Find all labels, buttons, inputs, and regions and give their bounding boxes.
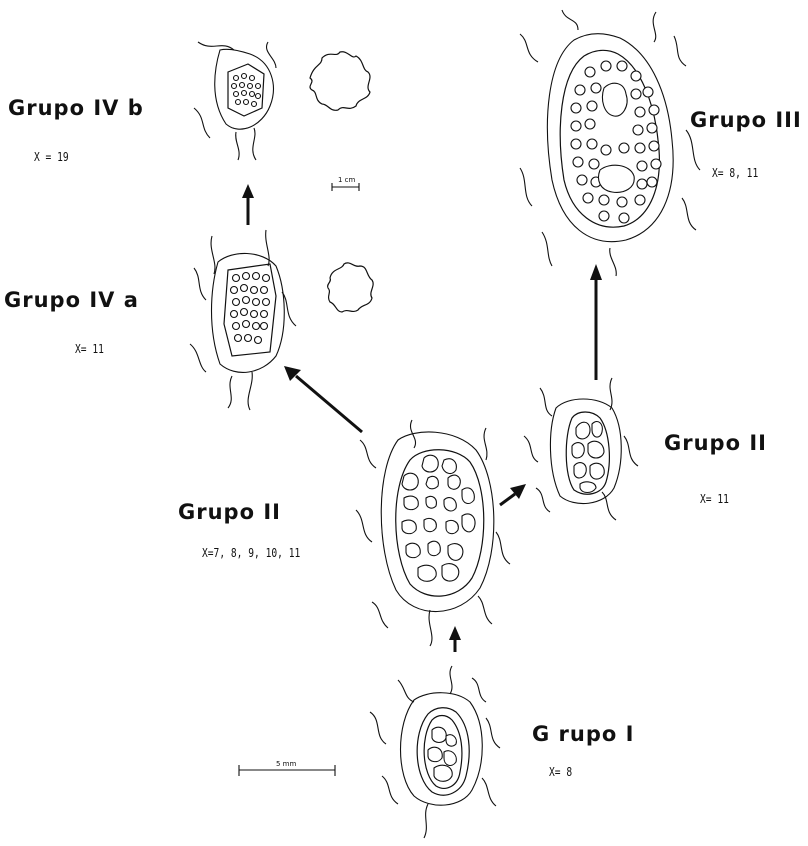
cell-group-iv-a [190,230,373,410]
cell-iv-b-small-holes [232,74,261,107]
cell-group-ii-right [524,378,638,520]
arrow-i-to-ii [449,626,461,652]
scale-label-cm: 1 cm [338,176,355,184]
label-grupo-iv-a: Grupo IV a [4,288,139,312]
label-grupo-ii-right: Grupo II [664,431,767,455]
cell-ii-right-holes [572,422,604,493]
x-value-iii: X= 8, 11 [712,166,758,180]
x-value-iv-b: X = 19 [34,150,69,164]
cell-group-i [370,666,500,838]
x-value-ii-right: X= 11 [700,492,729,506]
scale-label-mm: 5 mm [276,760,296,768]
cell-group-iii [520,10,700,276]
cell-group-ii-center [356,420,510,646]
x-value-iv-a: X= 11 [75,342,104,356]
label-grupo-ii-center: Grupo II [178,500,281,524]
x-value-i: X= 8 [549,765,572,779]
cell-ii-center-holes [402,455,475,581]
arrow-iva-to-ivb [242,184,254,225]
scale-bar-cm [332,183,359,191]
cell-group-iv-b [194,42,370,160]
arrow-ii-to-ii [500,484,526,505]
label-grupo-iv-b: Grupo IV b [8,96,144,120]
cell-iv-a-holes [231,273,270,344]
arrow-ii-to-iii [590,264,602,380]
cell-i-holes [428,727,456,781]
x-value-ii-center: X=7, 8, 9, 10, 11 [202,546,300,560]
label-grupo-i: G rupo I [532,722,634,746]
label-grupo-iii: Grupo III [690,108,802,132]
cross-section-iv-a [328,263,374,312]
arrow-ii-to-iva [284,366,362,432]
cell-iii-holes [571,61,661,223]
cross-section-iv-b [310,52,370,111]
